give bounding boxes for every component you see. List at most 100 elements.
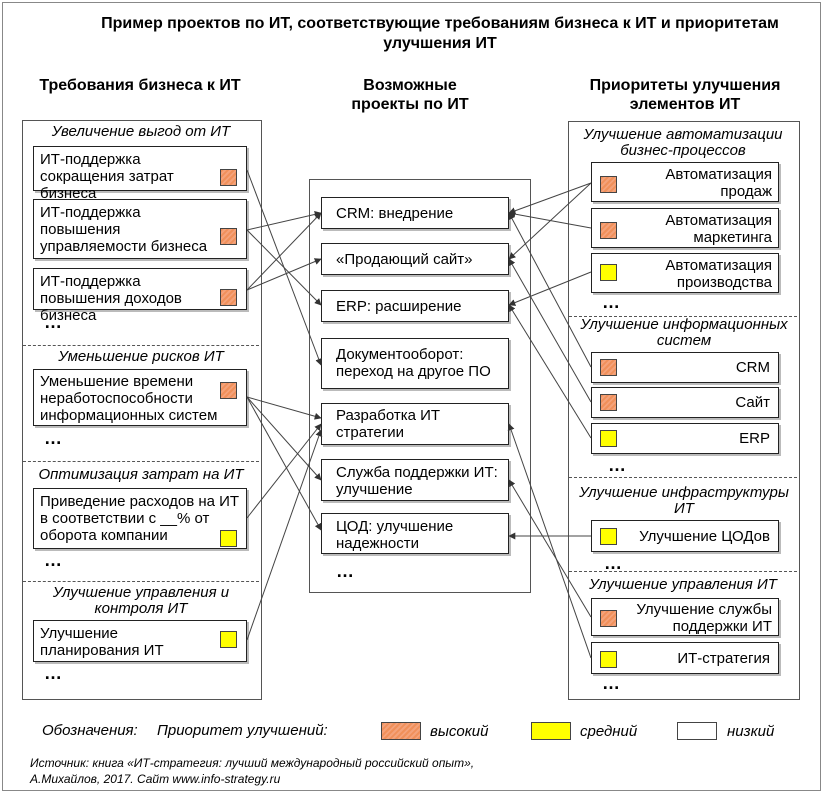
legend-low-swatch bbox=[677, 722, 717, 740]
requirement-text: Уменьшение времени неработоспособности и… bbox=[40, 373, 218, 424]
high-priority-marker bbox=[600, 359, 617, 376]
column-header-projects: Возможные проекты по ИТ bbox=[351, 77, 469, 113]
ellipsis: … bbox=[604, 553, 623, 573]
section-title: Улучшение инфраструктуры ИТ bbox=[579, 484, 789, 517]
connector-line bbox=[246, 258, 322, 291]
connector-line bbox=[246, 396, 322, 420]
priority-box: Автоматизация продаж bbox=[591, 162, 779, 202]
high-priority-marker bbox=[220, 289, 237, 306]
section-title: Улучшение управления ИТ bbox=[589, 576, 777, 593]
section-title: Увеличение выгод от ИТ bbox=[51, 123, 231, 140]
priority-text: CRM bbox=[735, 359, 770, 376]
project-text: ЦОД: улучшение надежности bbox=[336, 518, 454, 552]
priority-text: Сайт bbox=[735, 394, 770, 411]
requirement-text: Улучшение планирования ИТ bbox=[40, 625, 164, 659]
requirement-text: ИТ-поддержка сокращения затрат бизнеса bbox=[40, 151, 174, 202]
high-priority-marker bbox=[600, 610, 617, 627]
ellipsis: … bbox=[336, 561, 355, 581]
ellipsis: … bbox=[44, 312, 63, 332]
legend-priority-label: Приоритет улучшений: bbox=[157, 722, 328, 739]
priority-box: ИТ-стратегия bbox=[591, 642, 779, 674]
connector-line bbox=[246, 423, 322, 519]
requirement-box: ИТ-поддержка сокращения затрат бизнеса bbox=[33, 146, 247, 202]
connector-line bbox=[246, 212, 322, 291]
priority-text: Улучшение службы поддержки ИТ bbox=[636, 601, 772, 635]
legend-low-label: низкий bbox=[727, 723, 775, 740]
priority-text: Улучшение ЦОДов bbox=[639, 528, 770, 545]
high-priority-marker bbox=[220, 228, 237, 245]
section-divider bbox=[23, 461, 259, 462]
requirement-box: ИТ-поддержка повышения доходов бизнеса bbox=[33, 268, 247, 324]
requirement-text: ИТ-поддержка повышения доходов бизнеса bbox=[40, 273, 182, 324]
ellipsis: … bbox=[44, 663, 63, 683]
requirement-text: ИТ-поддержка повышения управляемости биз… bbox=[40, 204, 208, 255]
project-box: Служба поддержки ИТ: улучшение bbox=[321, 459, 509, 501]
high-priority-marker bbox=[600, 222, 617, 239]
connector-line bbox=[508, 212, 592, 368]
project-box: Документооборот: переход на другое ПО bbox=[321, 338, 509, 389]
section-divider bbox=[569, 571, 797, 572]
legend-high-swatch bbox=[381, 722, 421, 740]
section-title: Улучшение автоматизации бизнес-процессов bbox=[583, 126, 783, 159]
priority-text: ERP bbox=[739, 430, 770, 447]
project-text: «Продающий сайт» bbox=[336, 251, 473, 268]
section-title: Улучшение управления и контроля ИТ bbox=[52, 584, 230, 617]
requirement-text: Приведение расходов на ИТ в соответствии… bbox=[40, 493, 240, 544]
source-note: Источник: книга «ИТ-стратегия: лучший ме… bbox=[30, 756, 475, 786]
connector-line bbox=[508, 479, 592, 618]
connector-line bbox=[508, 271, 592, 306]
column-header-priorities: Приоритеты улучшения элементов ИТ bbox=[589, 77, 781, 113]
requirement-box: ИТ-поддержка повышения управляемости биз… bbox=[33, 199, 247, 259]
project-text: Служба поддержки ИТ: улучшение bbox=[336, 464, 498, 498]
project-box: ERP: расширение bbox=[321, 290, 509, 322]
connector-line bbox=[508, 258, 592, 403]
priority-box: Сайт bbox=[591, 387, 779, 418]
section-title: Уменьшение рисков ИТ bbox=[58, 348, 224, 365]
medium-priority-marker bbox=[600, 264, 617, 281]
medium-priority-marker bbox=[600, 528, 617, 545]
priority-box: Улучшение службы поддержки ИТ bbox=[591, 598, 779, 636]
connector-line bbox=[507, 423, 592, 659]
project-box: ЦОД: улучшение надежности bbox=[321, 513, 509, 554]
ellipsis: … bbox=[602, 292, 621, 312]
priority-text: Автоматизация продаж bbox=[665, 166, 772, 200]
requirement-box: Улучшение планирования ИТ bbox=[33, 620, 247, 662]
medium-priority-marker bbox=[220, 631, 237, 648]
ellipsis: … bbox=[44, 550, 63, 570]
ellipsis: … bbox=[602, 673, 621, 693]
diagram-title: Пример проектов по ИТ, соответствующие т… bbox=[101, 15, 779, 52]
section-title: Улучшение информационных систем bbox=[580, 316, 788, 349]
project-text: Разработка ИТ стратегии bbox=[336, 407, 441, 441]
section-divider bbox=[23, 345, 259, 346]
section-title: Оптимизация затрат на ИТ bbox=[38, 466, 244, 483]
connector-line bbox=[508, 182, 592, 215]
connector-line bbox=[246, 229, 322, 306]
high-priority-marker bbox=[220, 169, 237, 186]
requirement-box: Уменьшение времени неработоспособности и… bbox=[33, 369, 247, 426]
section-divider bbox=[569, 477, 797, 478]
priority-text: ИТ-стратегия bbox=[677, 650, 770, 667]
column-header-business-requirements: Требования бизнеса к ИТ bbox=[39, 77, 241, 94]
high-priority-marker bbox=[220, 382, 237, 399]
connector-line bbox=[246, 210, 322, 231]
ellipsis: … bbox=[608, 455, 627, 475]
ellipsis: … bbox=[44, 428, 63, 448]
priority-box: Улучшение ЦОДов bbox=[591, 520, 779, 552]
project-text: CRM: внедрение bbox=[336, 205, 454, 222]
requirement-box: Приведение расходов на ИТ в соответствии… bbox=[33, 488, 247, 549]
priority-box: Автоматизация маркетинга bbox=[591, 208, 779, 248]
medium-priority-marker bbox=[600, 430, 617, 447]
connector-line bbox=[246, 396, 322, 531]
legend-medium-swatch bbox=[531, 722, 571, 740]
high-priority-marker bbox=[600, 394, 617, 411]
section-divider bbox=[569, 316, 797, 317]
section-divider bbox=[23, 581, 259, 582]
project-text: ERP: расширение bbox=[336, 298, 462, 315]
connector-line bbox=[508, 210, 592, 229]
priority-box: CRM bbox=[591, 352, 779, 383]
priority-box: ERP bbox=[591, 423, 779, 454]
priority-box: Автоматизация производства bbox=[591, 253, 779, 293]
connector-line bbox=[246, 429, 323, 641]
